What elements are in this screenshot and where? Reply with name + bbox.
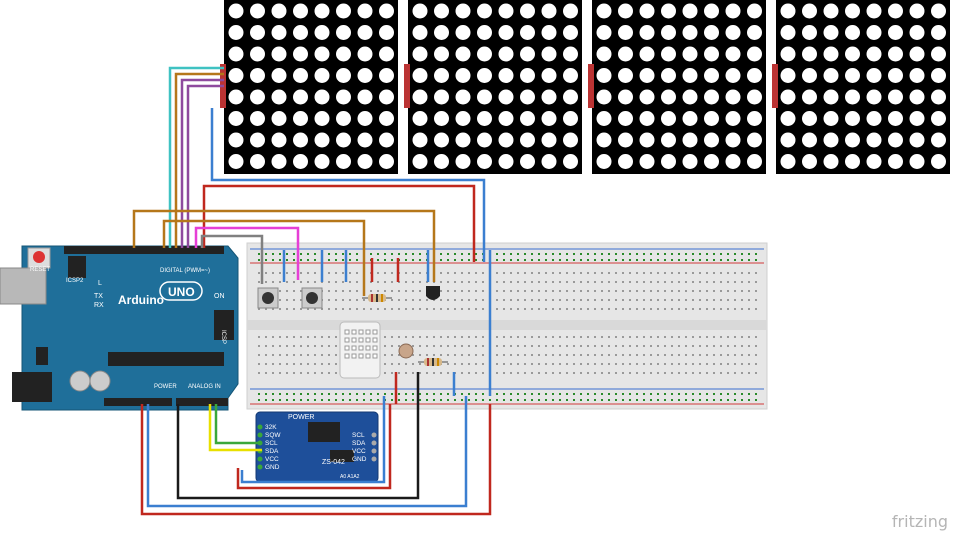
resistor-2 — [418, 358, 448, 366]
arduino-uno-board: RESET ICSP2 TX RX L ON DIGITAL (PWM=~) A… — [0, 245, 239, 411]
tx-label: TX — [94, 293, 103, 300]
usb-port — [0, 267, 47, 305]
wire — [180, 78, 224, 248]
reset-label: RESET — [30, 267, 50, 273]
wire — [240, 396, 386, 484]
analog-in-label: ANALOG IN — [188, 384, 221, 390]
icsp-label: ICSP — [220, 330, 226, 344]
rtc-model-label: ZS-042 — [322, 459, 345, 466]
rtc-left-pin-label: SDA — [265, 448, 279, 455]
push-button-1[interactable] — [257, 287, 279, 309]
digital-header — [64, 246, 224, 254]
led-matrix-module — [220, 0, 398, 174]
wire — [200, 234, 264, 284]
temperature-sensor — [426, 286, 440, 300]
on-label: ON — [214, 293, 225, 300]
dht-sensor — [339, 321, 381, 379]
uno-label: UNO — [168, 285, 195, 299]
wire — [176, 372, 420, 500]
power-jack — [12, 372, 52, 402]
atmega-chip — [108, 352, 224, 366]
wire — [168, 66, 224, 248]
reset-button[interactable] — [33, 251, 45, 263]
push-button-2[interactable] — [301, 287, 323, 309]
rtc-right-pin-label: GND — [352, 456, 367, 463]
wire — [146, 396, 468, 508]
breadboard-holes — [258, 253, 757, 401]
rtc-power-label: POWER — [288, 414, 314, 421]
rtc-left-pin-label: SCL — [265, 440, 278, 447]
rtc-module: POWER ZS-042 A0 A1A2 32KSQWSCLSDAVCCGND … — [255, 411, 379, 483]
rtc-right-pin-label: SDA — [352, 440, 366, 447]
photoresistor — [398, 343, 414, 359]
wire — [174, 72, 224, 248]
arduino-brand: Arduino — [118, 293, 164, 307]
wire — [132, 209, 436, 282]
wire — [208, 404, 262, 452]
rx-label: RX — [94, 302, 104, 309]
wire — [140, 404, 492, 516]
analog-header — [176, 398, 228, 406]
wire — [186, 84, 224, 248]
breadboard — [246, 242, 768, 410]
resistor-1 — [362, 294, 392, 302]
led-matrix-module — [772, 0, 950, 174]
icsp2-label: ICSP2 — [66, 278, 84, 284]
wire — [194, 226, 300, 280]
wire — [236, 404, 392, 490]
rtc-right-pin-label: SCL — [352, 432, 365, 439]
led-matrix-module — [404, 0, 582, 174]
wire — [202, 184, 476, 262]
wires — [132, 66, 492, 516]
wire — [210, 108, 486, 262]
wire — [162, 219, 366, 296]
wire — [214, 404, 262, 445]
rtc-addr-label: A0 A1A2 — [340, 474, 360, 480]
rtc-left-pin-label: VCC — [265, 456, 279, 463]
rtc-left-pin-label: GND — [265, 464, 280, 471]
rtc-right-pin-label: VCC — [352, 448, 366, 455]
rtc-left-pin-label: 32K — [265, 424, 277, 431]
led-matrix-group — [220, 0, 950, 174]
power-label: POWER — [154, 384, 177, 390]
fritzing-watermark: fritzing — [891, 512, 948, 531]
rtc-left-pin-label: SQW — [265, 432, 281, 439]
digital-label: DIGITAL (PWM=~) — [160, 268, 210, 274]
led-matrix-module — [588, 0, 766, 174]
power-header — [104, 398, 172, 406]
l-label: L — [98, 280, 102, 287]
